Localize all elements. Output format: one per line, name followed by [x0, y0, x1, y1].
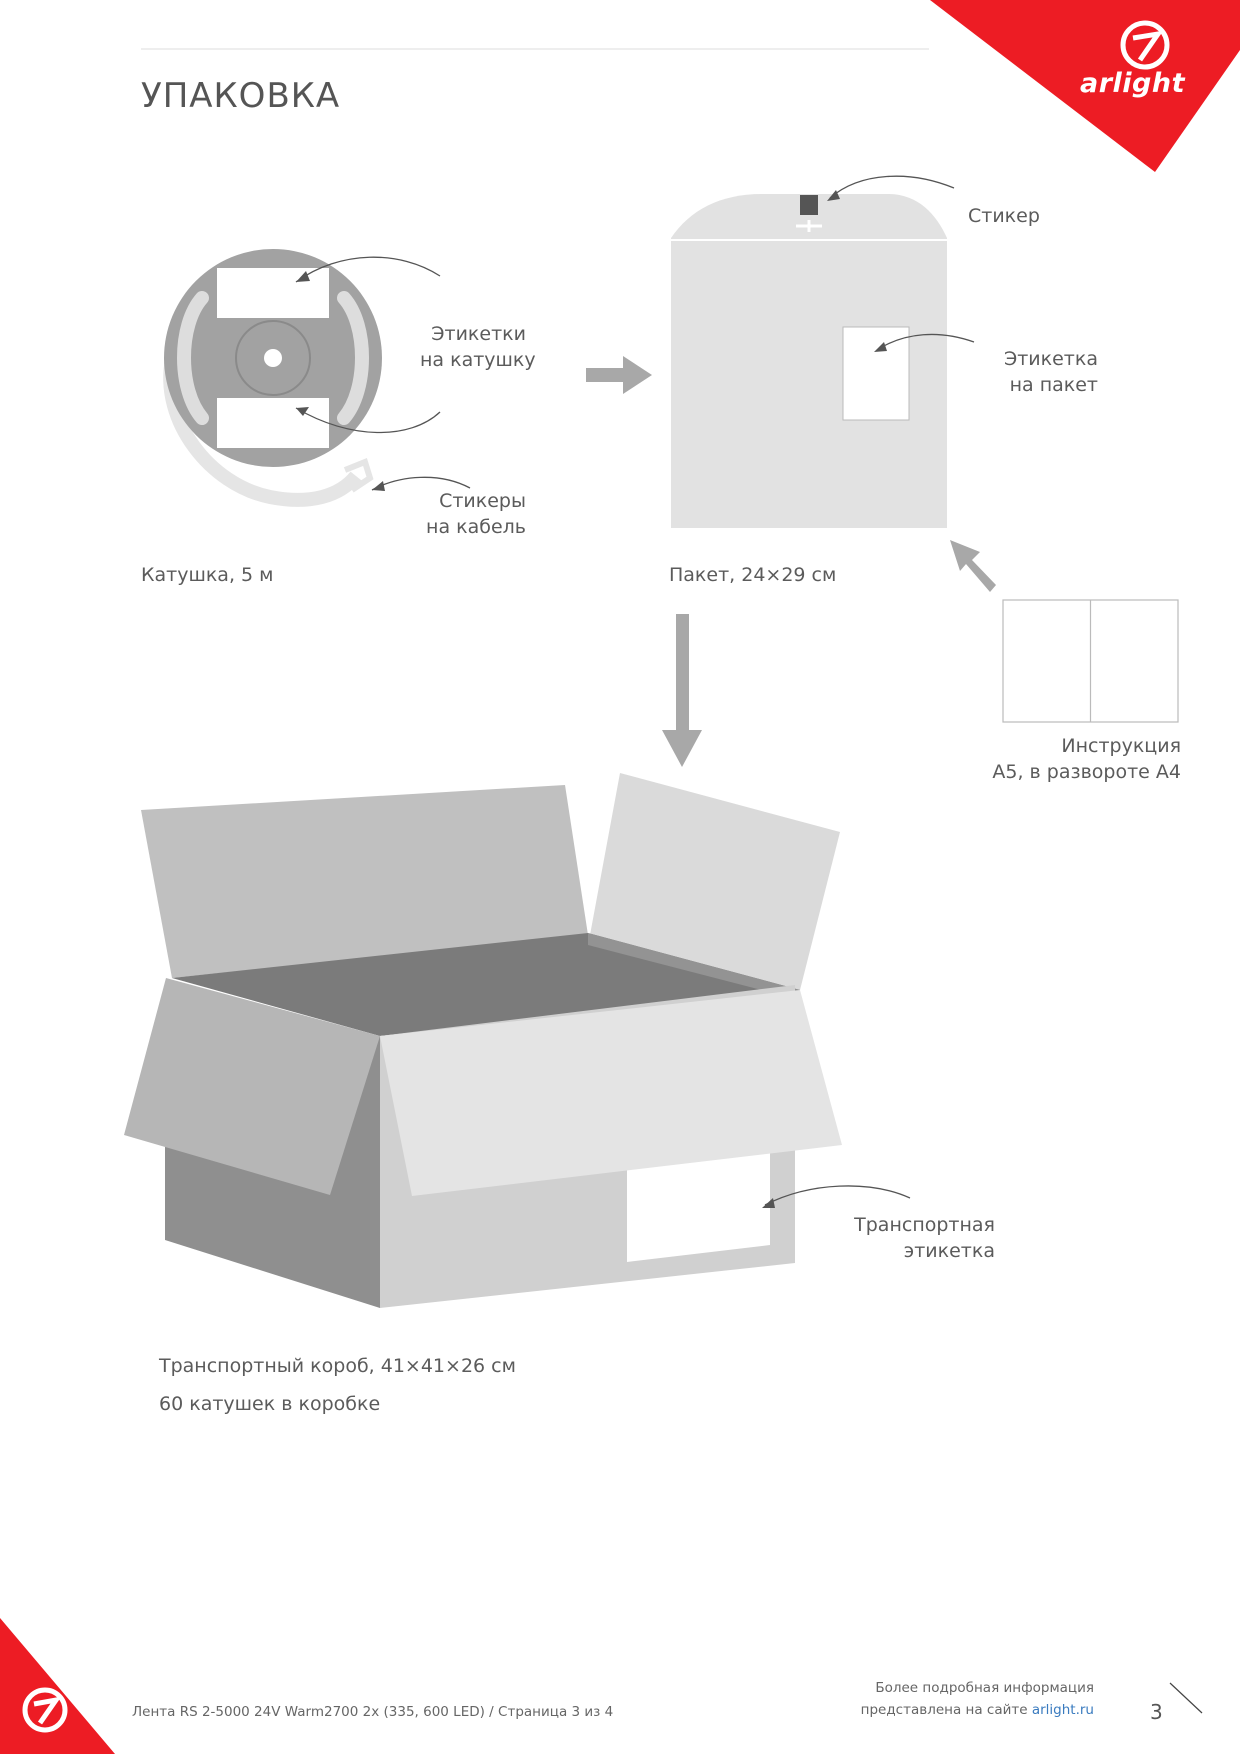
footer-site-link[interactable]: arlight.ru [1031, 1702, 1094, 1718]
cable-stickers-caption: Стикеры на кабель [420, 488, 526, 540]
reel-graphic [163, 249, 471, 507]
box-graphic [124, 773, 911, 1308]
footer-info-line2: представлена на сайте arlight.ru [830, 1702, 1094, 1718]
footer-info: Более подробная информация представлена … [830, 1680, 1094, 1718]
arrow-up-left [950, 540, 996, 592]
reel-labels-line1: Этикетки [431, 323, 526, 345]
bag-sticker-label: Стикер [968, 205, 1040, 227]
bag-label-line2: на пакет [1009, 374, 1098, 396]
reel-labels-caption: Этикетки на катушку [420, 321, 536, 373]
bag-graphic [671, 175, 975, 528]
manual-caption: Инструкция А5, в развороте А4 [970, 733, 1181, 785]
arrow-down [662, 614, 702, 767]
box-caption-line1: Транспортный короб, 41×41×26 см [159, 1355, 516, 1377]
header-rule [141, 48, 929, 50]
shipping-label-caption: Транспортная этикетка [830, 1212, 995, 1264]
manual-line2: А5, в развороте А4 [992, 761, 1181, 783]
bag-label-line1: Этикетка [1003, 348, 1098, 370]
brand-corner-top [930, 0, 1240, 172]
footer-info-line1: Более подробная информация [875, 1680, 1094, 1696]
footer-info-prefix: представлена на сайте [860, 1702, 1032, 1718]
reel-labels-line2: на катушку [420, 349, 536, 371]
cable-stickers-line1: Стикеры [439, 490, 526, 512]
footer-slash [1169, 1682, 1203, 1714]
footer-document-title: Лента RS 2-5000 24V Warm2700 2x (335, 60… [132, 1704, 614, 1720]
cable-stickers-line2: на кабель [426, 516, 526, 538]
box-caption-line2: 60 катушек в коробке [159, 1393, 381, 1415]
bag-caption: Пакет, 24×29 см [669, 564, 837, 586]
arrow-right [586, 356, 652, 394]
manual-line1: Инструкция [1061, 735, 1181, 757]
page-number: 3 [1150, 1700, 1163, 1724]
manual-graphic [1002, 599, 1179, 723]
reel-caption: Катушка, 5 м [141, 564, 274, 586]
bag-label-caption: Этикетка на пакет [960, 346, 1098, 398]
shipping-label-line2: этикетка [903, 1240, 995, 1262]
brand-corner-bottom [0, 1618, 115, 1754]
page-title: УПАКОВКА [141, 76, 341, 116]
brand-logo[interactable]: arlight [1080, 68, 1186, 99]
shipping-label-line1: Транспортная [854, 1214, 995, 1236]
